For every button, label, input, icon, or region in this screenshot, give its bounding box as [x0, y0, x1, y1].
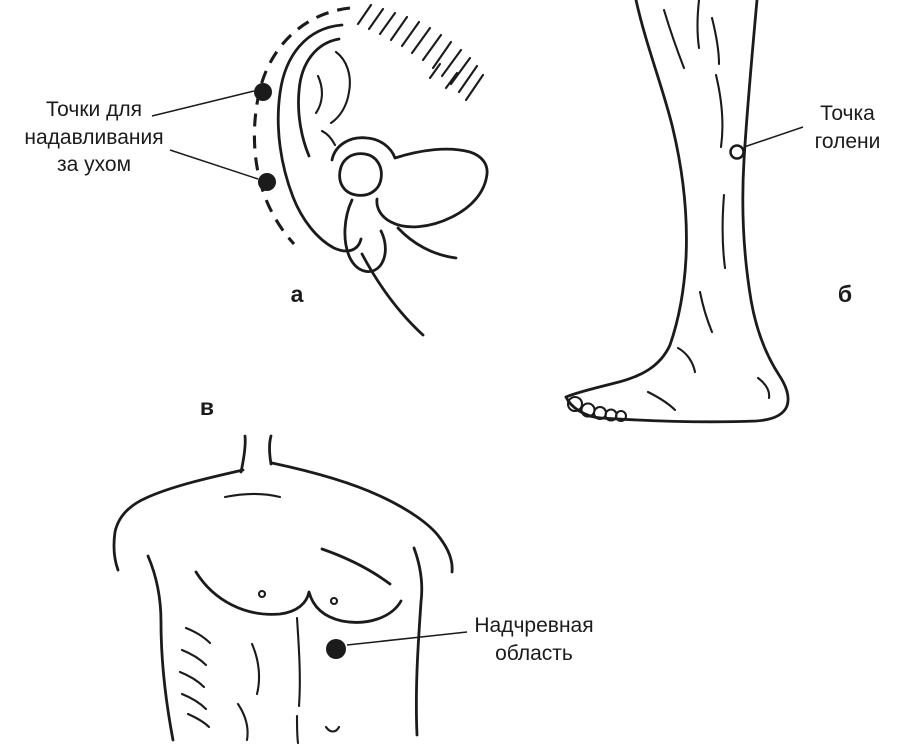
rib-hatch-lines	[178, 626, 212, 729]
leg-front-contour	[564, 0, 688, 399]
toes	[566, 395, 628, 422]
finger-outline	[330, 136, 489, 229]
leg-illustration	[564, 0, 804, 424]
right-shoulder-arm	[270, 461, 454, 574]
leader-line-epigastric	[346, 631, 468, 646]
right-torso-side	[412, 546, 424, 737]
panel-letter-v: в	[199, 394, 215, 420]
chest-pectoral-curves	[194, 547, 403, 624]
torso-illustration	[112, 434, 468, 744]
neck-lines	[239, 434, 273, 474]
hair-hatching	[356, 3, 485, 102]
leg-muscle-detail-lines	[646, 0, 771, 412]
ear-helix-ridge	[297, 37, 341, 158]
earlobe-and-finger-edge	[343, 198, 458, 273]
epigastric-dot	[326, 639, 346, 659]
fingernail	[338, 152, 383, 197]
panel-letter-a: а	[290, 281, 304, 307]
left-torso-side	[146, 554, 175, 742]
shin-point-circle	[729, 144, 745, 160]
label-shin-point: Точка голени	[814, 102, 881, 153]
pressure-dot-lower	[258, 173, 276, 191]
pressure-dot-upper	[254, 83, 272, 101]
ear-inner-folds	[314, 50, 351, 147]
abdomen-detail-lines	[223, 492, 341, 744]
panel-letter-b: б	[837, 281, 853, 307]
ear-illustration	[151, 3, 489, 337]
leader-line-shin	[743, 126, 804, 148]
nipples	[257, 590, 339, 605]
behind-ear-dashed-outline	[252, 6, 351, 246]
label-epigastric-region: Надчревная область	[474, 614, 594, 665]
leader-lines-ear	[151, 90, 259, 180]
ear-outline	[276, 23, 363, 253]
label-behind-ear-points: Точки для надавливания за ухом	[24, 98, 164, 177]
left-shoulder-arm	[112, 468, 245, 572]
leg-back-contour-and-foot	[564, 0, 790, 424]
jaw-line	[360, 252, 425, 337]
